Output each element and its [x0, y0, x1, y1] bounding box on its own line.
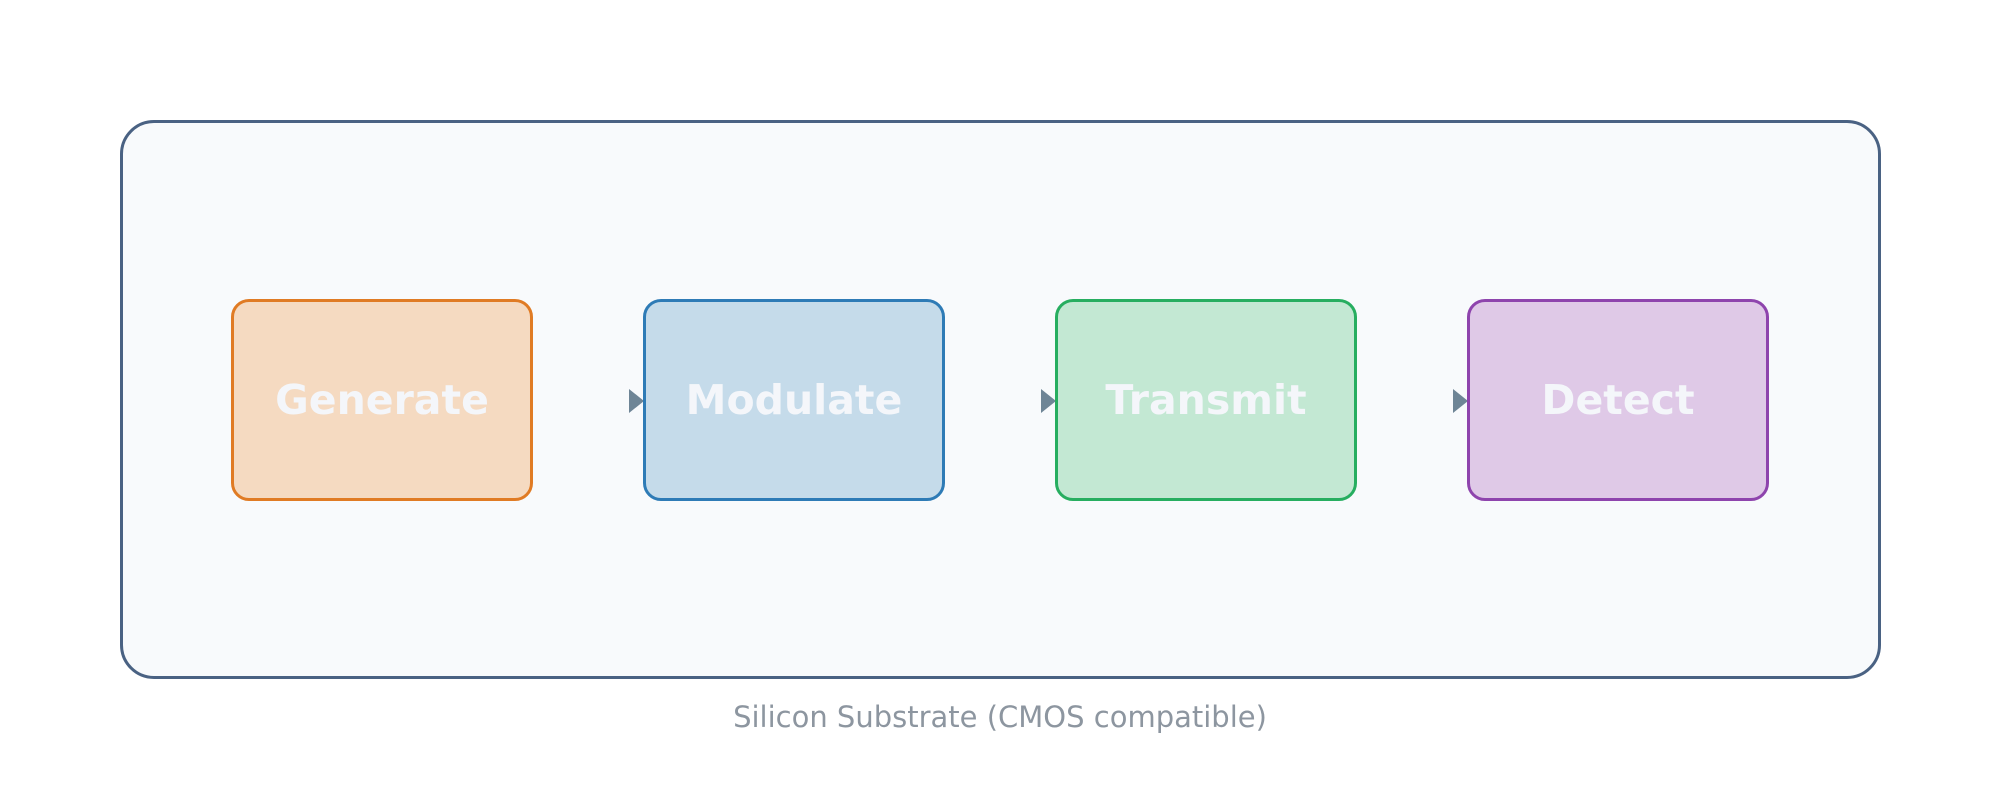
arrow-transmit-to-detect [1453, 389, 1468, 413]
stage-label-generate: Generate [275, 376, 489, 424]
arrow-generate-to-modulate [629, 389, 644, 413]
stage-label-detect: Detect [1541, 376, 1695, 424]
substrate-caption: Silicon Substrate (CMOS compatible) [733, 700, 1267, 734]
stage-generate: Generate [231, 299, 533, 501]
stage-label-transmit: Transmit [1105, 376, 1307, 424]
arrow-modulate-to-transmit [1041, 389, 1056, 413]
stage-modulate: Modulate [643, 299, 945, 501]
stage-detect: Detect [1467, 299, 1769, 501]
stage-transmit: Transmit [1055, 299, 1357, 501]
stage-label-modulate: Modulate [685, 376, 903, 424]
